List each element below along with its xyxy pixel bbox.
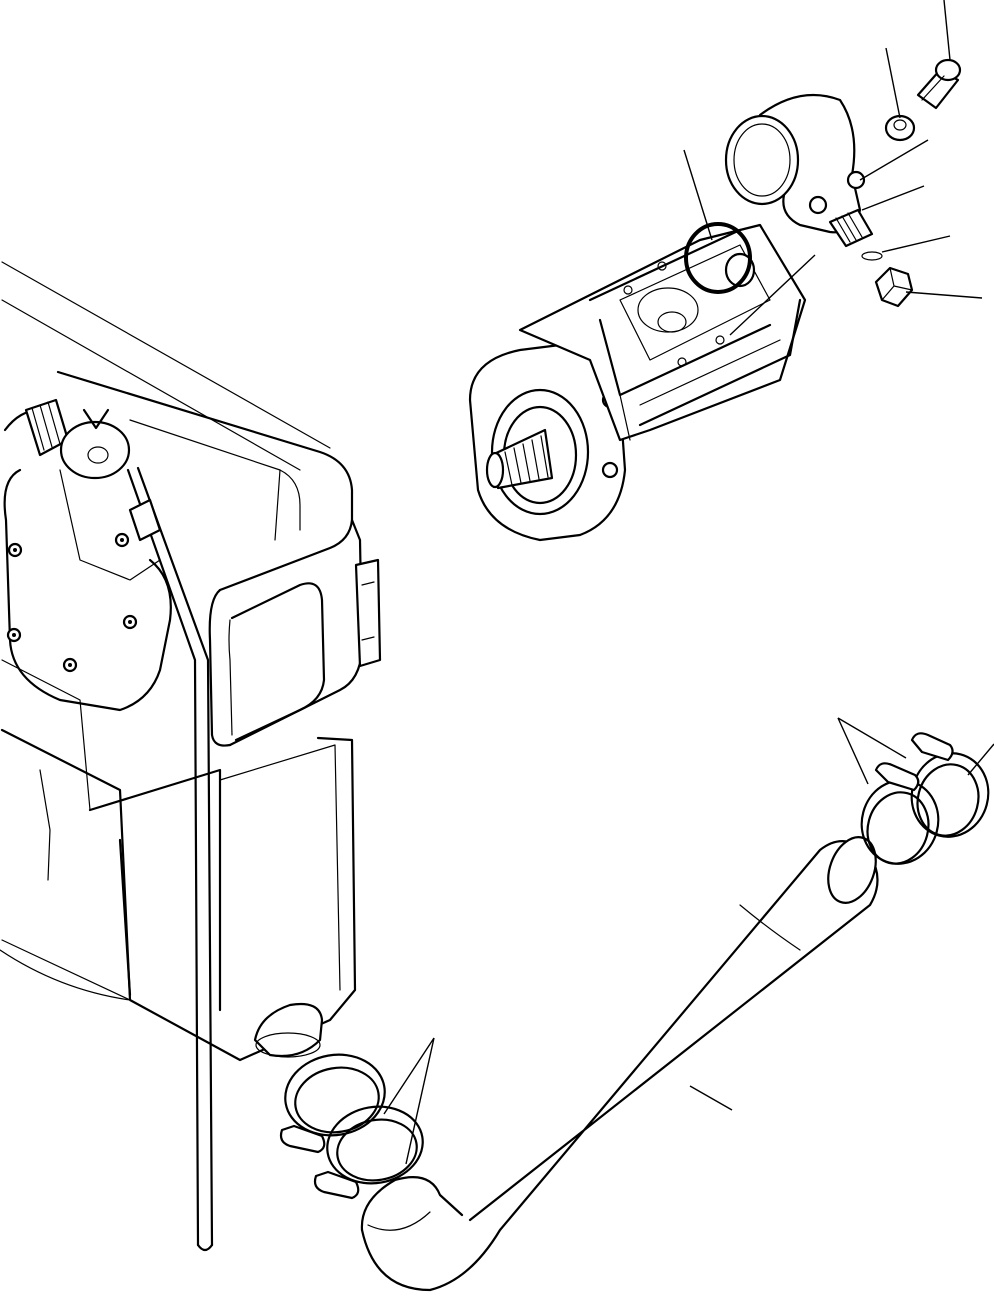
plug [874, 266, 914, 308]
o-ring [684, 222, 752, 294]
hose-clamp-lower [279, 1053, 424, 1200]
bolt [916, 58, 962, 110]
hydraulic-tank [0, 261, 382, 1252]
hydraulic-pump [468, 223, 807, 542]
suction-elbow [724, 93, 874, 248]
callout-leaders [383, 0, 994, 1165]
small-o-ring [861, 251, 883, 261]
hose-clamp-upper [860, 732, 990, 865]
suction-hose [360, 836, 879, 1292]
